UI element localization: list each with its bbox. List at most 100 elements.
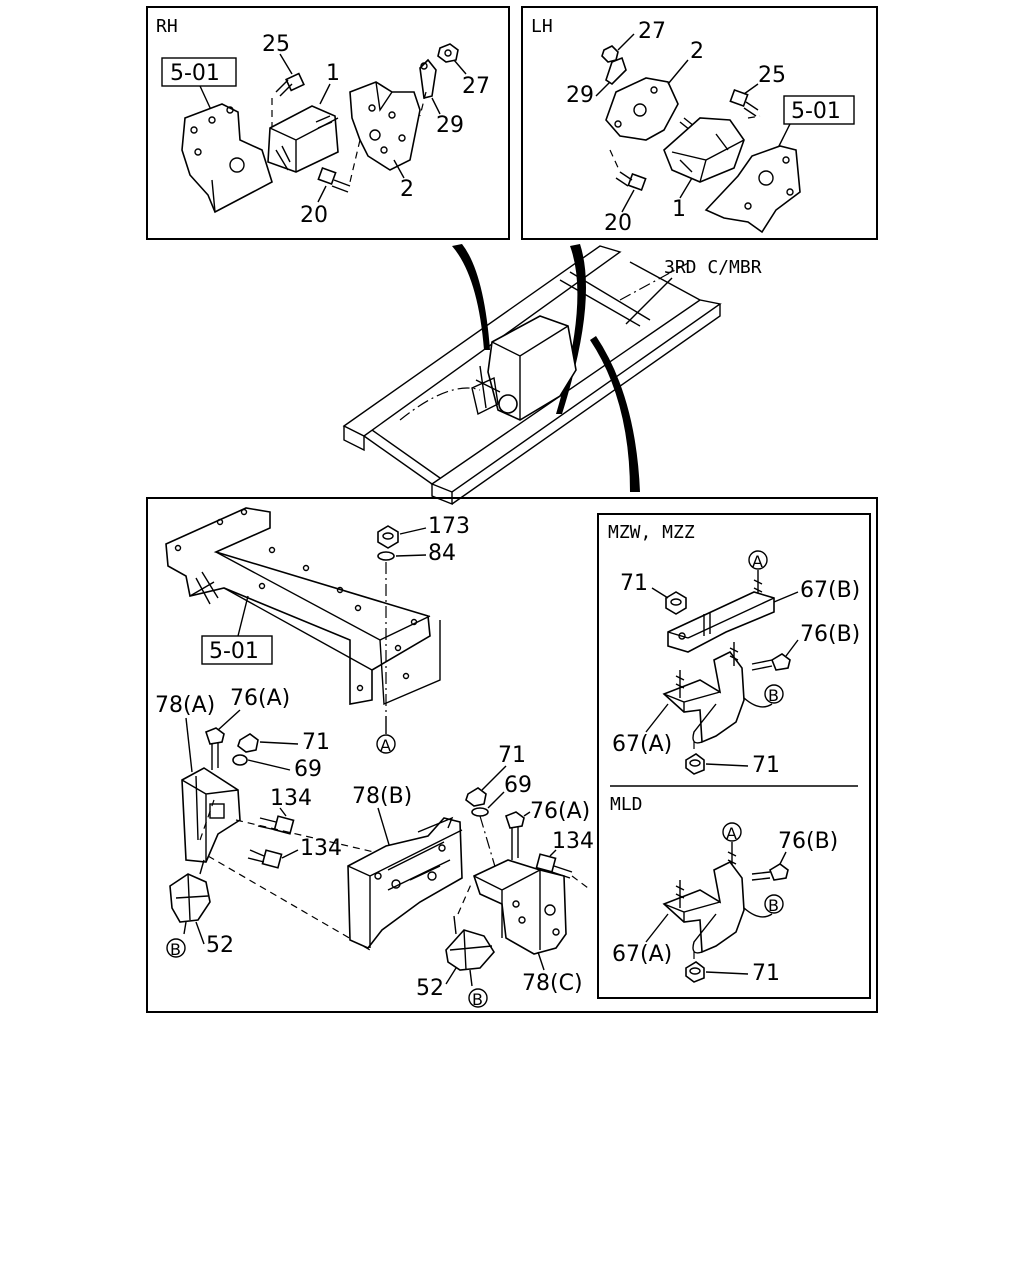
frame-label-3rd-cmbr: 3RD C/MBR (664, 257, 762, 278)
callout-71-left: 71 (302, 730, 330, 755)
lh-panel-title: LH (531, 16, 553, 37)
circle-b-right-text: B (472, 990, 483, 1009)
callout-52-right: 52 (416, 976, 444, 1001)
mld-callout-76b: 76(B) (778, 829, 838, 854)
bolt-76a-left (205, 727, 225, 770)
bolt-134-lower (247, 849, 283, 869)
crossmember-panel: 5-01 173 84 A 78(A) 76(A) 71 69 (146, 497, 878, 1013)
callout-69-left: 69 (294, 757, 322, 782)
mld-callout-67a: 67(A) (612, 942, 672, 967)
callout-134-right: 134 (552, 829, 594, 854)
circle-b-left (166, 938, 186, 958)
callout-78c: 78(C) (522, 971, 583, 996)
mzw-bolt-76b (751, 653, 791, 671)
washer-69-left (232, 754, 248, 766)
lh-callout-25: 25 (758, 63, 786, 88)
callout-78b: 78(B) (352, 784, 412, 809)
third-crossmember (165, 507, 431, 705)
mld-circle-b: B (768, 896, 779, 915)
mzw-callout-67a: 67(A) (612, 732, 672, 757)
rh-ref-label: 5-01 (170, 61, 220, 86)
lh-callout-27: 27 (638, 19, 666, 44)
mzw-nut-71-bottom (685, 753, 705, 775)
mzw-circle-b: B (768, 686, 779, 705)
callout-78a: 78(A) (155, 693, 215, 718)
rh-panel-frame (146, 6, 510, 240)
mzw-callout-71-top: 71 (620, 571, 648, 596)
chassis-overview: 3RD C/MBR (342, 244, 762, 506)
rubber-52-right (445, 929, 495, 971)
rubber-52-left (169, 873, 211, 923)
transmission-body (487, 315, 577, 421)
bracket-78b (347, 817, 463, 949)
lh-callout-29: 29 (566, 83, 594, 108)
rh-callout-29: 29 (436, 113, 464, 138)
crossmember-ref-label: 5-01 (209, 639, 259, 664)
bracket-78a (181, 767, 241, 863)
mzw-callout-67b: 67(B) (800, 578, 860, 603)
callout-134-upper: 134 (270, 786, 312, 811)
nut-71-middle (465, 787, 487, 807)
rh-bolt-25 (275, 72, 305, 97)
mld-circle-a: A (726, 824, 737, 843)
washer-69-middle (471, 807, 489, 817)
rh-washer-29 (419, 58, 437, 99)
lh-callout-2: 2 (690, 39, 704, 64)
lh-callout-20: 20 (604, 211, 632, 236)
bolt-134-upper (257, 815, 295, 835)
lh-panel: LH 27 29 2 1 25 5-01 (521, 6, 878, 240)
mld-nut-71 (685, 961, 705, 983)
lh-ref-label: 5-01 (791, 99, 841, 124)
mzw-assembly: A 71 67(B) 76(B) (612, 550, 860, 778)
callout-84: 84 (428, 541, 456, 566)
lh-rubber-mount-1 (663, 117, 745, 183)
mzw-callout-71-bottom: 71 (752, 753, 780, 778)
nut-173 (377, 525, 399, 549)
callout-71-middle: 71 (498, 743, 526, 768)
bracket-78c (473, 859, 567, 955)
bolt-76a-right (505, 811, 525, 860)
callout-52-left: 52 (206, 933, 234, 958)
mzw-callout-76b: 76(B) (800, 622, 860, 647)
rh-callout-20: 20 (300, 203, 328, 228)
mzw-circle-a: A (752, 552, 763, 571)
bolt-134-right (535, 853, 573, 879)
rh-callout-25: 25 (262, 32, 290, 57)
rh-frame-bracket (181, 103, 273, 214)
lh-panel-frame (521, 6, 878, 240)
rh-nut-27 (437, 43, 459, 63)
callout-76a-right: 76(A) (530, 799, 590, 824)
circle-a-text: A (380, 736, 391, 755)
lh-nut-27 (601, 45, 619, 63)
mld-panel-title: MLD (610, 794, 643, 815)
mld-callout-71: 71 (752, 961, 780, 986)
lh-washer-29 (605, 56, 627, 86)
mld-assembly: A 76(B) 67(A) B 71 (612, 822, 838, 986)
rh-callout-2: 2 (400, 177, 414, 202)
variant-inset-frame (597, 513, 871, 999)
lh-bolt-25 (729, 88, 759, 117)
rh-ref-box (161, 57, 237, 87)
mzw-panel-title: MZW, MZZ (608, 522, 695, 543)
callout-173: 173 (428, 514, 470, 539)
rh-panel: RH 5-01 25 1 2 (146, 6, 510, 240)
mld-bolt-76b (751, 863, 789, 881)
rh-bolt-20 (317, 166, 351, 193)
lh-mount-bracket-2 (605, 77, 679, 141)
circle-a-marker (376, 734, 396, 754)
crossmember-panel-frame (146, 497, 878, 1013)
rh-callout-1: 1 (326, 61, 340, 86)
lh-ref-box (783, 95, 855, 125)
callout-76a-left: 76(A) (230, 686, 290, 711)
lh-callout-1: 1 (672, 197, 686, 222)
rh-callout-27: 27 (462, 74, 490, 99)
circle-b-right (468, 988, 488, 1008)
washer-84 (377, 551, 395, 561)
lh-bolt-20 (615, 171, 647, 192)
nut-71-left (237, 733, 259, 753)
crossmember-ref-box (201, 635, 273, 665)
rh-rubber-mount-1 (267, 105, 339, 173)
circle-b-left-text: B (170, 940, 181, 959)
mzw-nut-71-top (665, 591, 687, 615)
